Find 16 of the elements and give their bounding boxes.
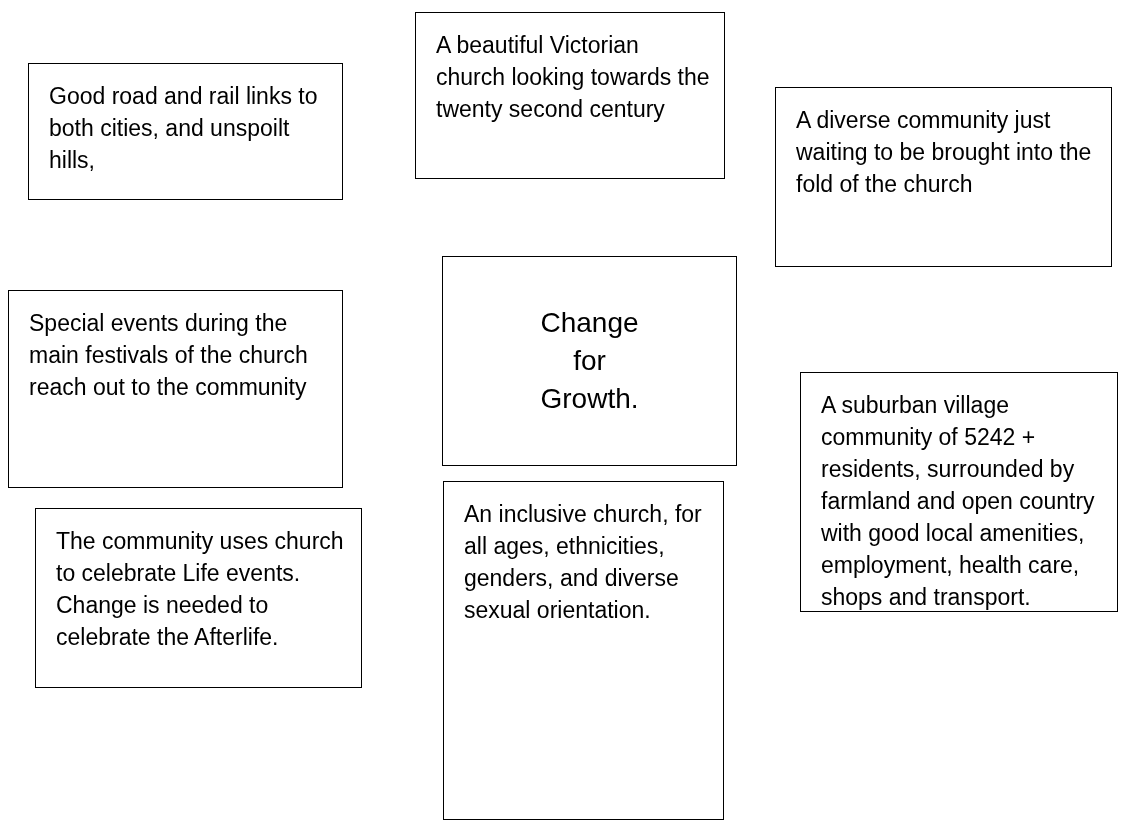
- text-box: [443, 481, 724, 820]
- box-text: A suburban village community of 5242 + residents, surrounded by farmland and open country with good local amenities, employment, health care, shops and transport.: [821, 391, 1096, 612]
- box-text: Special events during the main festivals of the church reach out to the community: [29, 309, 309, 402]
- text-box: [35, 508, 362, 688]
- text-box: [8, 290, 343, 488]
- box-text: A beautiful Victorian church looking towards the twenty second century: [436, 31, 710, 124]
- text-box: [775, 87, 1112, 267]
- title-box: [442, 256, 737, 466]
- box-text: The community uses church to celebrate Life events. Change is needed to celebrate the Afterlife.: [56, 527, 345, 652]
- text-box: [415, 12, 725, 179]
- title-text: Change for Growth.: [539, 306, 640, 416]
- box-text: A diverse community just waiting to be brought into the fold of the church: [796, 106, 1093, 199]
- box-text: An inclusive church, for all ages, ethnicities, genders, and diverse sexual orientation.: [464, 500, 703, 625]
- text-box: [28, 63, 343, 200]
- text-box: [800, 372, 1118, 612]
- box-text: Good road and rail links to both cities, and unspoilt hills,: [49, 82, 319, 175]
